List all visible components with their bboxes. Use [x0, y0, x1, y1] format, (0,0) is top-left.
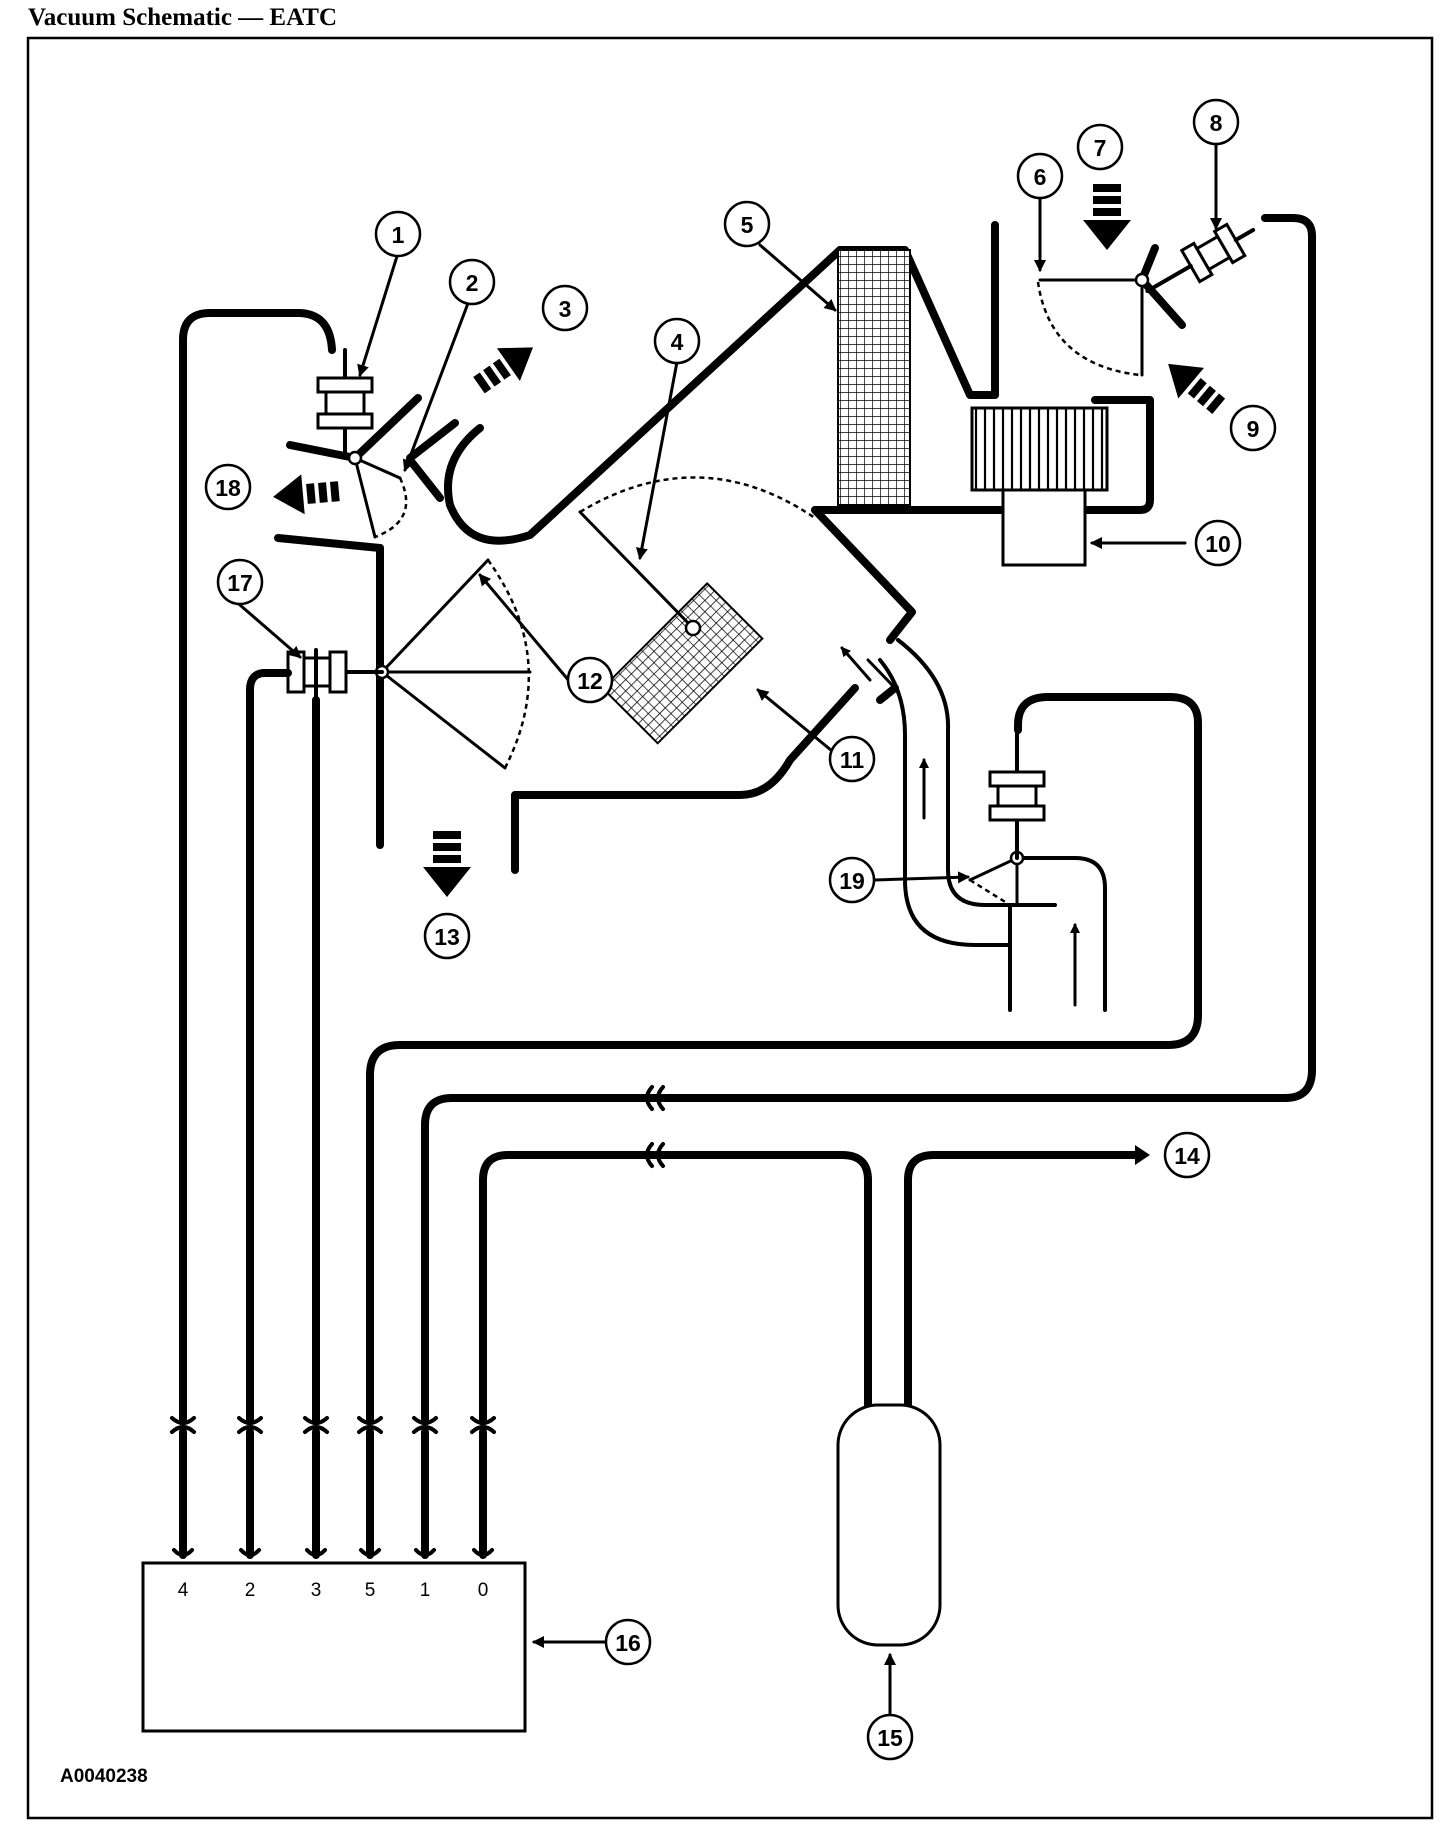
- svg-text:18: 18: [215, 475, 241, 501]
- hose-connectors: [170, 1085, 665, 1559]
- actuator-8: [1145, 222, 1256, 293]
- blower-wheel: [970, 406, 1109, 492]
- control-assembly: [141, 1561, 527, 1733]
- svg-text:7: 7: [1094, 135, 1107, 161]
- airflow-arrow-13: [423, 831, 471, 897]
- callout-16: 16: [604, 1618, 652, 1666]
- callout-15: 15: [866, 1713, 914, 1761]
- vacuum-hoses: [179, 214, 1316, 1424]
- callout-2: 2: [448, 258, 496, 306]
- diagram-frame: [26, 36, 1434, 1820]
- outside-recirc-door: [1036, 244, 1186, 377]
- callout-12: 12: [566, 656, 614, 704]
- svg-text:3: 3: [559, 296, 572, 322]
- callout-9: 9: [1229, 404, 1277, 452]
- svg-text:17: 17: [227, 570, 253, 596]
- callout-3: 3: [541, 284, 589, 332]
- callout-18: 18: [204, 463, 252, 511]
- port-label-2: 2: [245, 1580, 256, 1601]
- heater-core: [601, 582, 764, 745]
- callout-11: 11: [828, 735, 876, 783]
- svg-text:10: 10: [1205, 531, 1231, 557]
- svg-text:2: 2: [466, 270, 479, 296]
- port-label-4: 4: [178, 1580, 189, 1601]
- callout-leaders: [238, 141, 1222, 1717]
- callout-17: 17: [216, 558, 264, 606]
- airflow-arrow-9: [1168, 363, 1226, 414]
- recirc-duct-door: [968, 850, 1025, 907]
- callout-1: 1: [374, 210, 422, 258]
- floor-door: [374, 558, 532, 770]
- svg-text:15: 15: [877, 1725, 903, 1751]
- actuator-19: [988, 728, 1046, 860]
- port-label-1: 1: [420, 1580, 431, 1601]
- vacuum-reservoir: [836, 1403, 942, 1647]
- svg-text:5: 5: [741, 212, 754, 238]
- callout-6: 6: [1016, 152, 1064, 200]
- svg-text:19: 19: [839, 868, 865, 894]
- blower-motor: [1001, 488, 1087, 567]
- airflow-arrow-7: [1083, 184, 1131, 250]
- svg-text:6: 6: [1034, 164, 1047, 190]
- callout-4: 4: [653, 317, 701, 365]
- callout-7: 7: [1076, 123, 1124, 171]
- svg-text:11: 11: [840, 747, 865, 773]
- blend-door: [578, 476, 816, 637]
- hvac-housing: [274, 221, 1154, 1012]
- port-label-0: 0: [478, 1580, 489, 1601]
- callout-19: 19: [828, 856, 876, 904]
- evaporator-core: [837, 249, 911, 506]
- svg-text:12: 12: [577, 668, 603, 694]
- svg-text:16: 16: [615, 1630, 641, 1656]
- port-label-3: 3: [311, 1580, 322, 1601]
- actuator-1: [316, 348, 374, 460]
- svg-text:13: 13: [434, 924, 460, 950]
- port-label-5: 5: [365, 1580, 376, 1601]
- callout-8: 8: [1192, 98, 1240, 146]
- page-title: Vacuum Schematic — EATC: [28, 4, 338, 31]
- svg-text:4: 4: [671, 329, 684, 355]
- svg-text:8: 8: [1210, 110, 1223, 136]
- panel-defrost-door: [286, 394, 422, 539]
- callout-5: 5: [723, 200, 771, 248]
- callout-14: 14: [1163, 1131, 1211, 1179]
- airflow-arrow-3: [473, 347, 534, 394]
- figure-id: A0040238: [60, 1766, 148, 1787]
- svg-text:9: 9: [1247, 416, 1260, 442]
- svg-text:14: 14: [1174, 1143, 1200, 1169]
- callout-13: 13: [423, 912, 471, 960]
- callout-10: 10: [1194, 519, 1242, 567]
- airflow-arrow-18: [273, 474, 340, 515]
- svg-text:1: 1: [392, 222, 405, 248]
